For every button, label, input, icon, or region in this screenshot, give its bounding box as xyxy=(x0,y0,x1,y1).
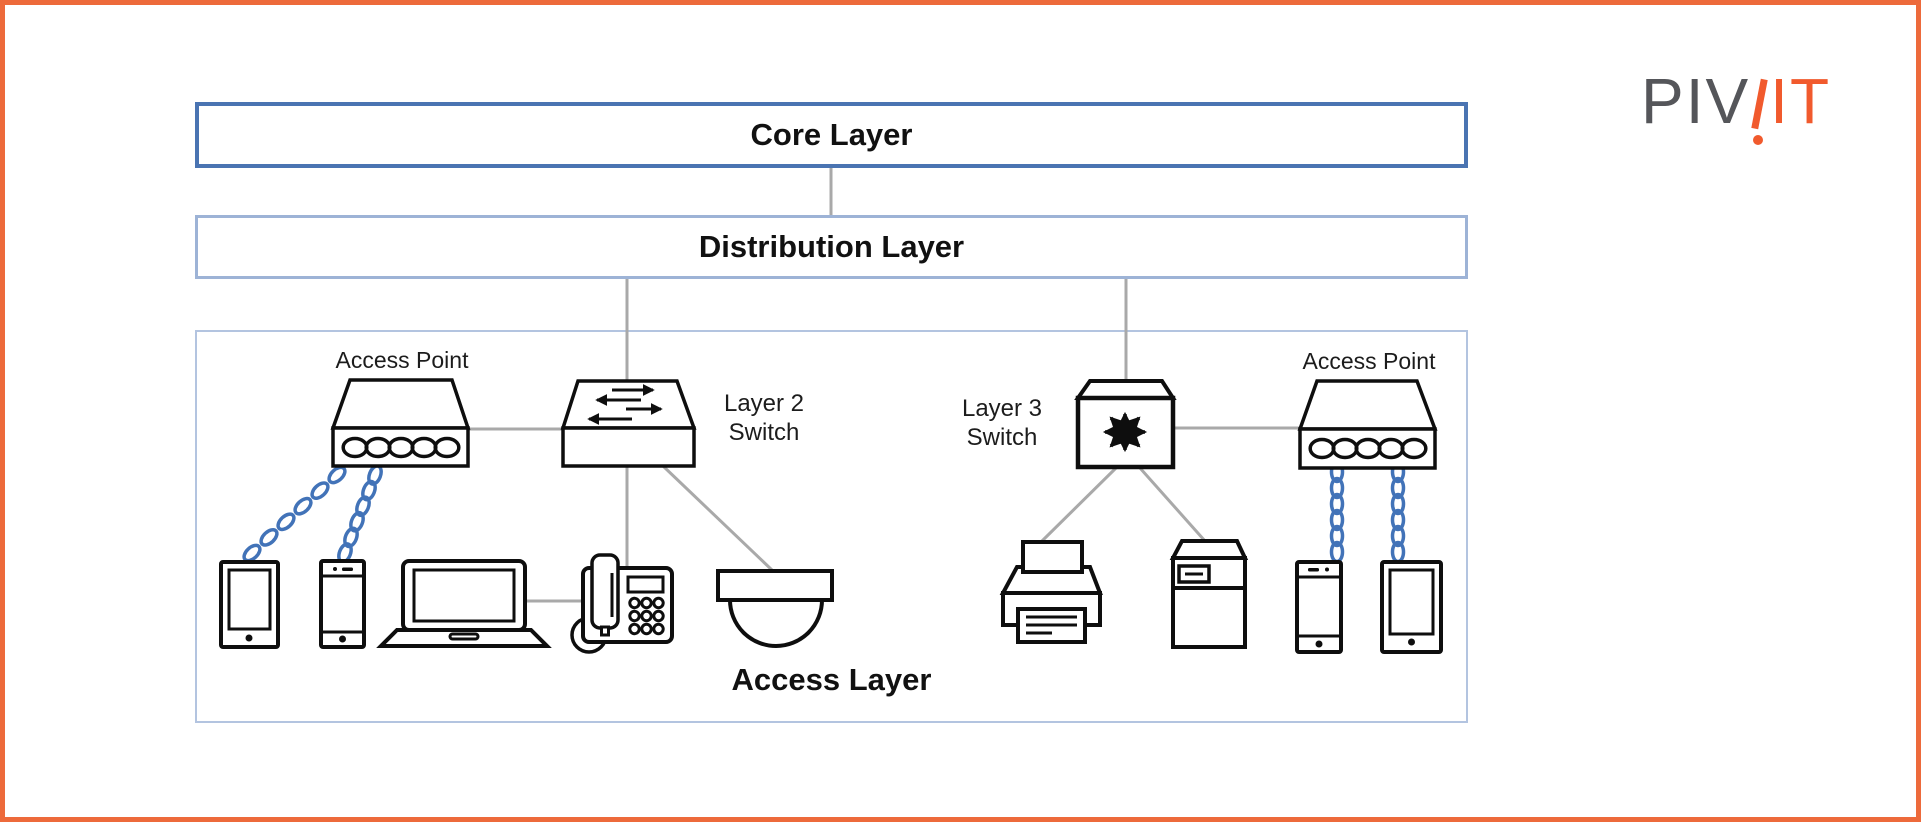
layer2-switch-label: Layer 2 Switch xyxy=(694,389,834,447)
distribution-layer-title: Distribution Layer xyxy=(698,229,965,264)
smartphone-left-icon xyxy=(319,559,366,649)
access-point-left-label: Access Point xyxy=(335,347,469,373)
pivit-logo-orange-text: IT xyxy=(1770,65,1832,137)
l3switch-to-server-link xyxy=(1138,467,1207,542)
wireless-link-left-2 xyxy=(337,464,383,564)
server-icon xyxy=(1169,539,1249,649)
access-point-right-icon xyxy=(1297,379,1438,470)
core-layer-title: Core Layer xyxy=(750,117,913,152)
pivit-logo-dot-icon xyxy=(1753,135,1764,145)
access-point-right-label: Access Point xyxy=(1302,348,1436,374)
smartphone-right-icon xyxy=(1295,560,1343,654)
printer-icon xyxy=(999,540,1103,644)
ip-phone-icon xyxy=(570,553,674,654)
diagram-canvas xyxy=(219,168,1443,654)
core-layer-box: Core Layer xyxy=(195,102,1468,168)
layer3-switch-label-line1: Layer 3 xyxy=(961,395,1043,422)
pivit-logo-slash-icon xyxy=(1751,69,1768,145)
pivit-logo: PIV IT xyxy=(1641,65,1832,145)
l2switch-to-camera-link xyxy=(661,464,775,573)
pivit-logo-gray-text: PIV xyxy=(1641,65,1751,137)
access-layer-box xyxy=(195,330,1468,723)
layer3-switch-label-line2: Switch xyxy=(966,424,1038,451)
wireless-link-right-2 xyxy=(1390,460,1406,564)
dome-camera-icon xyxy=(716,569,834,648)
layer3-switch-label: Layer 3 Switch xyxy=(932,394,1072,452)
layer3-star xyxy=(1102,411,1148,453)
wireless-link-left-1 xyxy=(242,465,347,563)
ip-phone-keypad xyxy=(628,596,665,636)
wireless-link-right-1 xyxy=(1329,460,1345,564)
layer2-switch-label-line1: Layer 2 xyxy=(723,390,805,417)
distribution-layer-box: Distribution Layer xyxy=(195,215,1468,279)
tablet-right-icon xyxy=(1380,560,1443,654)
laptop-icon xyxy=(376,559,552,648)
access-point-left-icon xyxy=(330,378,471,468)
layer2-switch-label-line2: Switch xyxy=(728,419,800,446)
tablet-left-icon xyxy=(219,560,280,649)
wireless-chain-icon xyxy=(242,460,1406,564)
layer2-switch-icon xyxy=(560,379,697,468)
layer3-switch-icon xyxy=(1074,379,1177,470)
access-layer-title: Access Layer xyxy=(731,662,932,697)
l3switch-to-printer-link xyxy=(1039,465,1119,544)
